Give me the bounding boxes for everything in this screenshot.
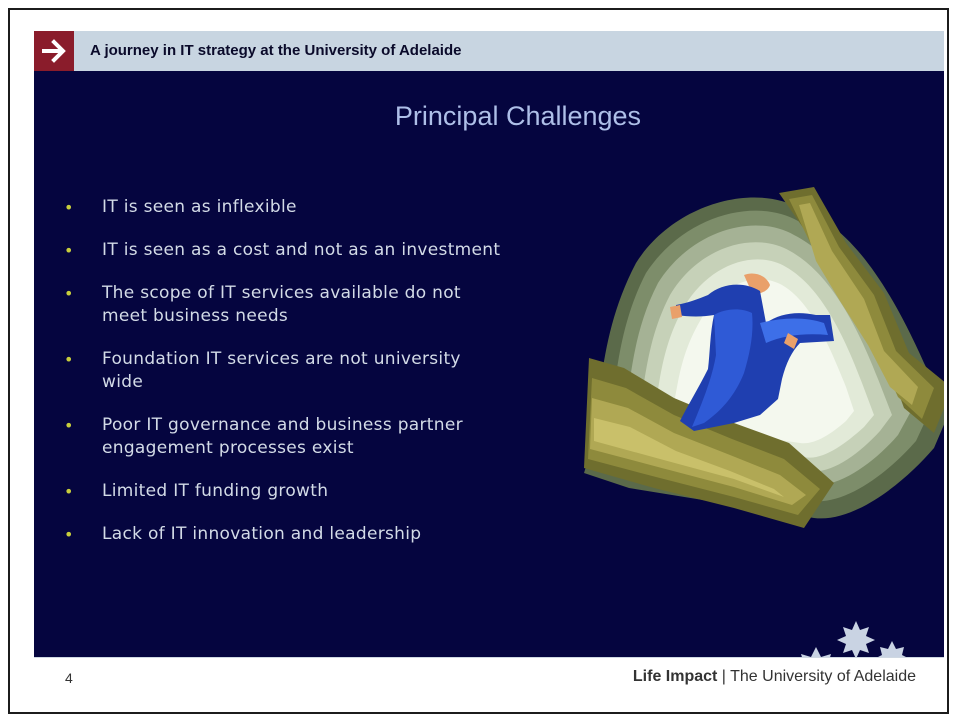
bullet-text: The scope of IT services available do no…: [102, 283, 461, 326]
arrow-right-icon: [34, 31, 74, 71]
bullet-icon: •: [64, 416, 74, 435]
bullet-icon: •: [64, 482, 74, 501]
bullet-item: • IT is seen as inflexible: [64, 196, 504, 219]
footer: 4 Life Impact | The University of Adelai…: [34, 657, 944, 704]
header-bar: A journey in IT strategy at the Universi…: [34, 31, 944, 71]
bullet-icon: •: [64, 241, 74, 260]
bullet-item: • Foundation IT services are not universi…: [64, 348, 504, 394]
bullet-icon: •: [64, 525, 74, 544]
bullet-text: IT is seen as a cost and not as an inves…: [102, 240, 501, 260]
bullet-item: • Limited IT funding growth: [64, 480, 504, 503]
bullet-item: • Lack of IT innovation and leadership: [64, 523, 504, 546]
bullet-icon: •: [64, 198, 74, 217]
brand-bold: Life Impact: [632, 668, 718, 685]
bullet-icon: •: [64, 350, 74, 369]
slide-title: Principal Challenges: [394, 101, 642, 131]
bullet-text: Foundation IT services are not universit…: [102, 349, 461, 392]
bullet-item: • Poor IT governance and business partner…: [64, 414, 504, 460]
slide-body: Principal Challenges • IT is seen as infl…: [34, 71, 944, 699]
bullet-text: Lack of IT innovation and leadership: [102, 524, 422, 544]
brand-separator: |: [717, 668, 731, 685]
bullet-text: Limited IT funding growth: [102, 481, 329, 501]
bullet-icon: •: [64, 284, 74, 303]
bullet-item: • The scope of IT services available do n…: [64, 282, 504, 328]
slide: A journey in IT strategy at the Universi…: [34, 31, 944, 704]
footer-brand: Life Impact | The University of Adelaide: [633, 668, 916, 686]
slide-number: 4: [65, 670, 73, 686]
bullet-item: • IT is seen as a cost and not as an inve…: [64, 239, 504, 262]
bullet-list: • IT is seen as inflexible • IT is seen as…: [64, 196, 504, 566]
brand-name: The University of Adelaide: [730, 668, 916, 685]
bullet-text: Poor IT governance and business partner …: [102, 415, 463, 458]
header-title: A journey in IT strategy at the Universi…: [90, 42, 462, 59]
bullet-text: IT is seen as inflexible: [102, 197, 297, 217]
climbing-figure-illustration: [584, 187, 944, 528]
